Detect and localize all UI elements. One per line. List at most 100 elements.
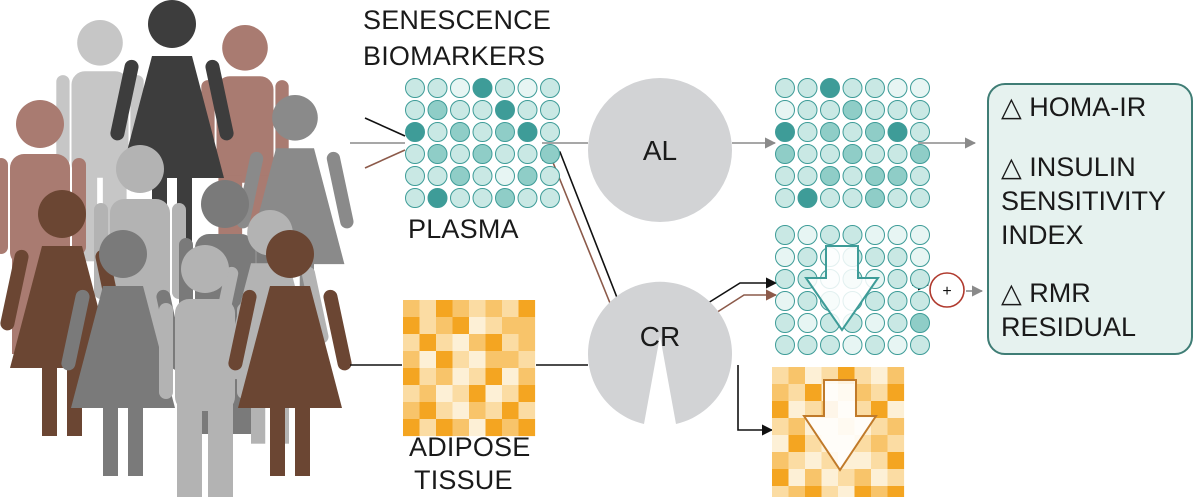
- biomarker-cell: [518, 368, 536, 386]
- biomarker-dot: [887, 100, 908, 120]
- biomarker-cell: [403, 419, 420, 437]
- biomarker-cell: [502, 402, 519, 420]
- figure-head: [148, 0, 196, 48]
- biomarker-dot: [450, 122, 470, 142]
- biomarker-cell: [871, 401, 888, 419]
- biomarker-dot: [910, 335, 930, 355]
- biomarker-dot: [842, 188, 863, 208]
- biomarker-dot: [517, 122, 538, 142]
- biomarker-cell: [419, 368, 437, 386]
- biomarker-cell: [403, 368, 420, 386]
- biomarker-cell: [419, 334, 437, 352]
- biomarker-cell: [887, 418, 905, 436]
- cr-group-circle: [588, 281, 732, 424]
- biomarker-dot: [887, 78, 908, 98]
- biomarker-dot: [427, 100, 448, 120]
- biomarker-dot: [427, 122, 448, 142]
- figure-head: [77, 20, 123, 66]
- female-figure: [228, 230, 352, 476]
- biomarker-cell: [502, 334, 519, 352]
- biomarker-grids: [403, 78, 930, 502]
- biomarker-cell: [871, 367, 888, 385]
- biomarker-cell: [518, 300, 536, 318]
- biomarker-cell: [452, 317, 470, 335]
- outcome-rmr-residual: △ RMR: [1001, 278, 1091, 308]
- biomarker-dot: [865, 78, 885, 98]
- biomarker-dot: [797, 291, 818, 311]
- biomarker-dot: [797, 100, 818, 120]
- biomarker-cell: [485, 300, 503, 318]
- biomarker-dot: [820, 335, 840, 355]
- biomarker-dot: [910, 225, 930, 245]
- biomarker-dot: [842, 166, 863, 186]
- biomarker-cell: [772, 384, 789, 402]
- decrease-arrow-plasma: [804, 245, 880, 332]
- biomarker-dot: [405, 100, 425, 120]
- plasma-label: PLASMA: [408, 214, 519, 244]
- biomarker-dot: [887, 166, 908, 186]
- biomarker-cell: [469, 419, 486, 437]
- biomarker-cell: [788, 435, 806, 453]
- biomarker-cell: [788, 452, 806, 470]
- biomarker-cell: [772, 418, 789, 436]
- biomarker-cell: [887, 486, 905, 502]
- figure-leg: [177, 403, 202, 499]
- biomarker-dot: [540, 100, 560, 120]
- biomarker-dot: [797, 78, 818, 98]
- biomarker-dot: [427, 144, 448, 164]
- biomarker-cell: [821, 469, 839, 487]
- biomarker-cell: [403, 334, 420, 352]
- biomarker-dot: [797, 122, 818, 142]
- cr-to-adipose-arrow: [737, 365, 774, 436]
- biomarker-dot: [865, 335, 885, 355]
- biomarker-cell: [436, 317, 453, 335]
- biomarker-dot: [842, 225, 863, 245]
- biomarker-cell: [772, 435, 789, 453]
- biomarker-cell: [772, 367, 789, 385]
- biomarker-dot: [775, 166, 795, 186]
- biomarker-cell: [452, 385, 470, 403]
- biomarker-dot: [472, 144, 493, 164]
- biomarker-cell: [805, 452, 822, 470]
- biomarker-dot: [887, 269, 908, 289]
- biomarker-dot: [775, 144, 795, 164]
- biomarker-cell: [788, 384, 806, 402]
- biomarker-dot: [820, 122, 840, 142]
- biomarker-cell: [452, 334, 470, 352]
- delta-symbol: △: [1001, 92, 1022, 122]
- biomarker-cell: [436, 351, 453, 369]
- biomarker-cell: [871, 418, 888, 436]
- biomarker-cell: [485, 419, 503, 437]
- biomarker-cell: [871, 384, 888, 402]
- biomarker-cell: [854, 469, 872, 487]
- biomarker-dot: [842, 122, 863, 142]
- biomarker-dot: [472, 100, 493, 120]
- biomarker-cell: [518, 334, 536, 352]
- biomarker-dot: [797, 335, 818, 355]
- outcome-homa-ir-label: HOMA-IR: [1029, 92, 1147, 122]
- combine-circle: [929, 272, 965, 308]
- biomarker-dot: [517, 188, 538, 208]
- biomarker-dot: [842, 144, 863, 164]
- biomarker-cell: [485, 334, 503, 352]
- biomarker-dot: [910, 269, 930, 289]
- decrease-arrow-adipose: [802, 379, 878, 472]
- biomarker-cell: [788, 469, 806, 487]
- biomarker-dot: [797, 166, 818, 186]
- figure-arm: [110, 59, 139, 141]
- male-figure: [159, 245, 251, 499]
- biomarker-dot: [472, 122, 493, 142]
- biomarker-cell: [469, 317, 486, 335]
- biomarker-dot: [775, 78, 795, 98]
- biomarker-cell: [887, 435, 905, 453]
- biomarker-cell: [854, 367, 872, 385]
- biomarker-cell: [485, 368, 503, 386]
- biomarker-cell: [887, 452, 905, 470]
- biomarker-dot: [540, 78, 560, 98]
- figure-head: [201, 180, 249, 228]
- figure-head: [272, 95, 318, 141]
- biomarker-dot: [887, 225, 908, 245]
- figure-head: [16, 100, 64, 148]
- biomarker-dot: [865, 225, 885, 245]
- biomarker-dot: [775, 291, 795, 311]
